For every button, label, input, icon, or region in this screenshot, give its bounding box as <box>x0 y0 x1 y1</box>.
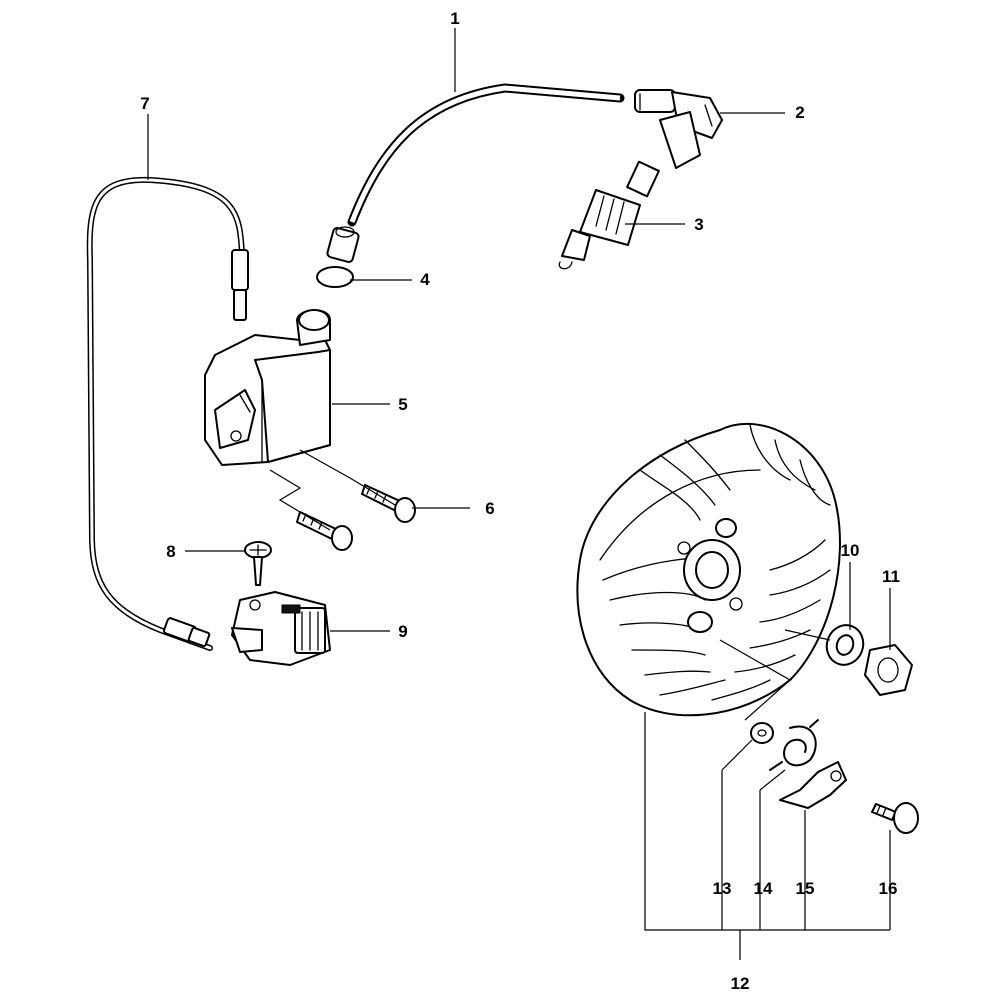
short-circuit-cable <box>86 176 249 651</box>
callout-4: 4 <box>420 270 430 289</box>
washer <box>825 624 865 666</box>
ignition-coil <box>204 309 331 466</box>
callout-8: 8 <box>166 542 175 561</box>
callout-1: 1 <box>450 9 459 28</box>
callout-16: 16 <box>879 879 898 898</box>
callout-11: 11 <box>882 567 900 586</box>
callout-9: 9 <box>398 622 407 641</box>
callout-15: 15 <box>796 879 815 898</box>
nut <box>864 644 913 696</box>
spark-plug <box>558 160 660 270</box>
callout-12: 12 <box>731 974 750 993</box>
pawl <box>779 761 847 809</box>
pawl-screw <box>871 802 919 834</box>
callout-14: 14 <box>754 879 773 898</box>
callout-3: 3 <box>694 215 703 234</box>
flywheel <box>576 422 841 717</box>
callout-6: 6 <box>485 499 494 518</box>
callout-7: 7 <box>140 94 149 113</box>
leader-lines <box>147 28 891 960</box>
callouts: 1 2 3 4 5 6 7 8 9 10 11 12 13 14 15 16 <box>140 9 900 993</box>
stop-switch <box>231 591 331 666</box>
ht-lead <box>347 83 625 227</box>
pawl-spring <box>769 719 819 771</box>
coil-screws <box>296 484 416 551</box>
callout-5: 5 <box>398 395 407 414</box>
callout-10: 10 <box>841 541 860 560</box>
callout-13: 13 <box>713 879 732 898</box>
terminal-nut <box>316 226 360 288</box>
pawl-washer <box>750 722 774 744</box>
switch-screw <box>244 541 272 586</box>
spark-plug-cap <box>634 89 723 169</box>
callout-2: 2 <box>795 103 804 122</box>
